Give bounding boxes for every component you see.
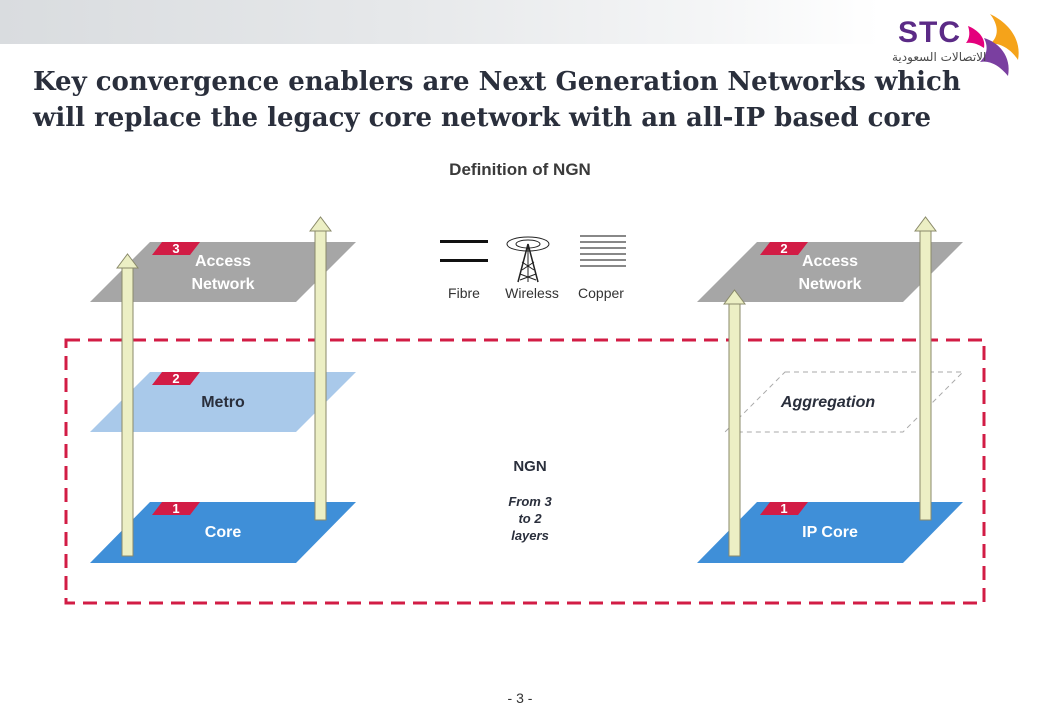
logo-text: STC bbox=[898, 16, 961, 49]
left-metro-plane bbox=[90, 372, 356, 432]
left-core-number: 1 bbox=[172, 501, 180, 516]
left-core-badge bbox=[152, 502, 200, 515]
right-access-number: 2 bbox=[780, 241, 788, 256]
right-core-badge bbox=[760, 502, 808, 515]
left-pillar-2 bbox=[309, 216, 332, 521]
right-aggregation-plane bbox=[723, 371, 965, 433]
logo-swirl-icon bbox=[966, 14, 1019, 76]
right-stack bbox=[697, 216, 965, 563]
right-pillar-1 bbox=[723, 289, 746, 557]
left-access-plane bbox=[90, 242, 356, 302]
right-access-badge bbox=[760, 242, 808, 255]
legend-fibre-label: Fibre bbox=[448, 285, 480, 301]
left-core-plane bbox=[90, 502, 356, 563]
slide-title: Key convergence enablers are Next Genera… bbox=[33, 64, 983, 136]
left-metro-label: Metro bbox=[201, 394, 245, 411]
right-aggregation-label: Aggregation bbox=[780, 394, 876, 411]
diagram-subtitle: Definition of NGN bbox=[449, 160, 591, 179]
left-access-badge bbox=[152, 242, 200, 255]
right-access-plane bbox=[697, 242, 963, 302]
left-metro-number: 2 bbox=[172, 371, 180, 386]
left-access-label-line1: Access bbox=[194, 253, 252, 270]
ngn-note-line1: From 3 bbox=[508, 494, 552, 509]
right-access-label-line2: Network bbox=[798, 276, 862, 293]
left-stack bbox=[90, 216, 356, 563]
right-access-label-line1: Access bbox=[801, 253, 859, 270]
stc-logo: STC الاتصالات السعودية bbox=[872, 8, 1032, 84]
left-access-label-line2: Network bbox=[191, 276, 255, 293]
legend-wireless-label: Wireless bbox=[505, 285, 559, 301]
title-line-2: will replace the legacy core network wit… bbox=[33, 103, 932, 133]
ngn-note-line3: layers bbox=[511, 528, 549, 543]
left-metro-badge bbox=[152, 372, 200, 385]
top-gradient-band bbox=[0, 0, 880, 44]
logo-arabic-text: الاتصالات السعودية bbox=[892, 50, 987, 64]
page-number: - 3 - bbox=[507, 690, 533, 706]
ngn-label: NGN bbox=[513, 458, 547, 475]
copper-icon bbox=[580, 235, 626, 267]
ngn-note-line2: to 2 bbox=[518, 511, 542, 526]
right-core-number: 1 bbox=[780, 501, 788, 516]
left-access-number: 3 bbox=[172, 241, 180, 256]
legend-copper-label: Copper bbox=[578, 285, 624, 301]
right-access-label: Access Network bbox=[770, 250, 890, 296]
ngn-note: From 3 to 2 layers bbox=[495, 493, 565, 544]
title-line-1: Key convergence enablers are Next Genera… bbox=[33, 67, 961, 97]
left-access-label: Access Network bbox=[163, 250, 283, 296]
fibre-icon bbox=[440, 240, 488, 262]
right-core-label: IP Core bbox=[802, 524, 858, 541]
wireless-tower-icon bbox=[506, 236, 550, 283]
right-core-plane bbox=[697, 502, 963, 563]
ngn-boundary bbox=[64, 338, 986, 605]
right-pillar-2 bbox=[914, 216, 937, 521]
left-core-label: Core bbox=[204, 524, 242, 541]
left-pillar-1 bbox=[116, 253, 139, 557]
